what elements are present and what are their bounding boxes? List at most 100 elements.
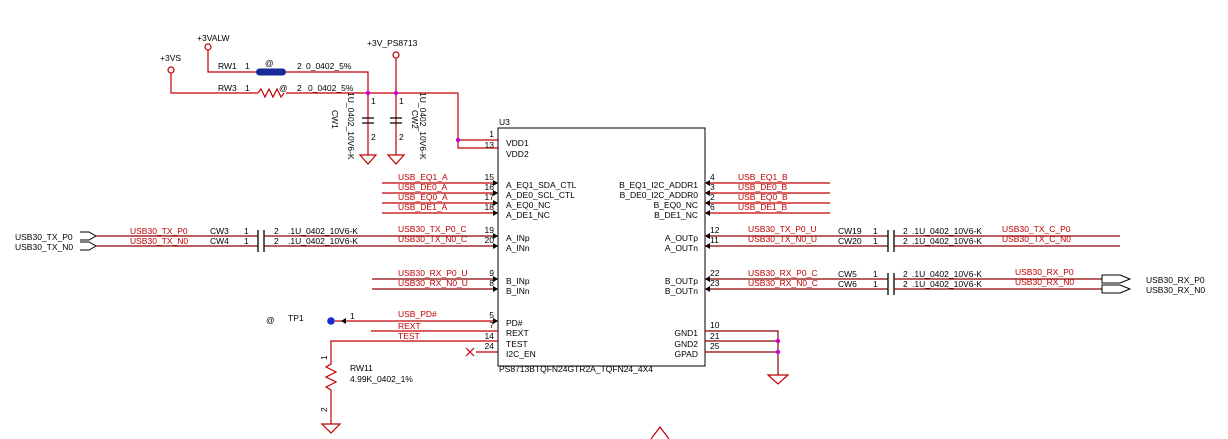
net-usb-de0-a: USB_DE0_A (398, 182, 447, 192)
svg-text:18: 18 (485, 202, 495, 212)
svg-text:1: 1 (873, 226, 878, 236)
net-usb-pd: USB_PD# (398, 309, 437, 319)
cw1-ground-icon (358, 140, 378, 165)
svg-text:@: @ (279, 83, 288, 93)
svg-text:A_DE1_NC: A_DE1_NC (506, 210, 550, 220)
svg-text:A_OUTp: A_OUTp (665, 233, 698, 243)
vs-power-symbol (167, 66, 175, 74)
svg-text:TEST: TEST (506, 339, 528, 349)
cw4-value: .1U_0402_10V6-K (288, 236, 358, 246)
rw11-ref: RW11 (350, 363, 373, 373)
power-valw-label: +3VALW (197, 33, 230, 43)
svg-text:3: 3 (710, 182, 715, 192)
cw5-value: .1U_0402_10V6-K (912, 269, 982, 279)
svg-text:14: 14 (485, 331, 495, 341)
net-usb-de0-b: USB_DE0_B (738, 182, 787, 192)
rw1-value: 0_0402_5% (306, 61, 352, 71)
svg-text:1: 1 (399, 96, 404, 106)
svg-text:A_DE0_SCL_CTL: A_DE0_SCL_CTL (506, 190, 575, 200)
net-usb-eq0-b: USB_EQ0_B (738, 192, 788, 202)
svg-text:4: 4 (710, 172, 715, 182)
cw2-capacitor-icon (390, 117, 402, 124)
svg-text:1: 1 (245, 83, 250, 93)
net-usb30-rx-n0: USB30_RX_N0 (1015, 277, 1074, 287)
u3-right-pins: 4 B_EQ1_I2C_ADDR1 3 B_DE0_I2C_ADDR0 2 B_… (619, 172, 720, 359)
net-usb30-tx-c-p0: USB30_TX_C_P0 (1002, 224, 1071, 234)
svg-text:2: 2 (297, 61, 302, 71)
svg-text:13: 13 (485, 140, 495, 150)
ground-pins (705, 330, 790, 385)
tx-output-path: USB30_TX_P0_U USB30_TX_N0_U CW19 1 CW20 … (705, 224, 1120, 252)
svg-text:B_DE0_I2C_ADDR0: B_DE0_I2C_ADDR0 (620, 190, 699, 200)
svg-text:2: 2 (903, 279, 908, 289)
svg-text:A_OUTn: A_OUTn (665, 243, 698, 253)
svg-text:1: 1 (489, 129, 494, 139)
svg-text:20: 20 (485, 235, 495, 245)
rw11-resistor-icon (324, 352, 338, 420)
svg-text:B_OUTn: B_OUTn (665, 286, 698, 296)
rw11-ground-icon (320, 420, 342, 434)
u3-part: PS8713BTQFN24GTR2A_TQFN24_4X4 (499, 364, 653, 374)
ps8713-power-symbol (392, 51, 400, 59)
net-usb-eq0-a: USB_EQ0_A (398, 192, 448, 202)
u3-left-pins: 1 VDD1 13 VDD2 15 A_EQ1_SDA_CTL 16 A_DE0… (485, 129, 577, 359)
cw5-cw6-capacitor-icon (887, 273, 895, 295)
cw2-ground-icon (386, 140, 406, 165)
svg-text:2: 2 (903, 236, 908, 246)
valw-power-symbol (204, 43, 212, 51)
svg-text:11: 11 (710, 235, 719, 245)
svg-text:17: 17 (485, 192, 495, 202)
power-vs-label: +3VS (160, 53, 181, 63)
net-rext: REXT (398, 321, 421, 331)
cw6-value: .1U_0402_10V6-K (912, 279, 982, 289)
cw4-ref: CW4 (210, 236, 229, 246)
net-usb30-tx-p0-c: USB30_TX_P0_C (398, 224, 467, 234)
svg-text:1: 1 (319, 355, 329, 360)
rw3-ref: RW3 (218, 83, 237, 93)
svg-text:B_EQ0_NC: B_EQ0_NC (654, 200, 698, 210)
tx-input-path: USB30_TX_P0 USB30_TX_N0 USB30_TX_P0 USB3… (15, 224, 498, 252)
net-usb30-tx-c-n0: USB30_TX_C_N0 (1002, 234, 1071, 244)
svg-text:19: 19 (485, 225, 495, 235)
svg-text:9: 9 (489, 268, 494, 278)
cw19-cw20-capacitor-icon (887, 230, 895, 252)
net-usb-de1-b: USB_DE1_B (738, 202, 787, 212)
rw1-jumper-icon (256, 68, 286, 76)
u3-body (497, 127, 706, 367)
cw3-cw4-capacitor-icon (257, 230, 265, 252)
chip-ground-icon (766, 374, 790, 385)
cw2-ref: CW2 (410, 110, 420, 129)
cw5-ref: CW5 (838, 269, 857, 279)
control-bottom: @ TP1 1 USB_PD# REXT TEST 1 RW11 4.99K_0… (266, 309, 498, 434)
svg-text:2: 2 (710, 192, 715, 202)
cw1-ref: CW1 (330, 110, 340, 129)
i2c-en-noconnect-icon (465, 347, 475, 357)
cw19-ref: CW19 (838, 226, 862, 236)
cw3-value: .1U_0402_10V6-K (288, 226, 358, 236)
svg-text:21: 21 (710, 331, 720, 341)
net-usb30-rx-n0-c: USB30_RX_N0_C (748, 278, 818, 288)
svg-text:8: 8 (489, 278, 494, 288)
svg-text:22: 22 (710, 268, 720, 278)
svg-text:USB30_TX_P0: USB30_TX_P0 (130, 226, 188, 236)
cw6-ref: CW6 (838, 279, 857, 289)
cw19-value: .1U_0402_10V6-K (912, 226, 982, 236)
svg-text:12: 12 (710, 225, 720, 235)
svg-text:I2C_EN: I2C_EN (506, 349, 536, 359)
svg-text:2: 2 (371, 132, 376, 142)
svg-text:2: 2 (297, 83, 302, 93)
net-usb30-rx-p0-u: USB30_RX_P0_U (398, 268, 467, 278)
svg-text:2: 2 (274, 236, 279, 246)
cw20-ref: CW20 (838, 236, 862, 246)
tx-input-port-icon (80, 231, 98, 251)
rw3-resistor-icon (257, 87, 285, 99)
right-control-nets: USB_EQ1_B USB_DE0_B USB_EQ0_B USB_DE1_B (705, 172, 830, 216)
svg-text:GND2: GND2 (674, 339, 698, 349)
svg-text:1: 1 (873, 236, 878, 246)
svg-text:2: 2 (274, 226, 279, 236)
cw1-value: 1U_0402_10V6-K (346, 92, 356, 160)
svg-text:B_OUTp: B_OUTp (665, 276, 698, 286)
net-test: TEST (398, 331, 420, 341)
port-usb30-tx-p0: USB30_TX_P0 (15, 232, 73, 242)
